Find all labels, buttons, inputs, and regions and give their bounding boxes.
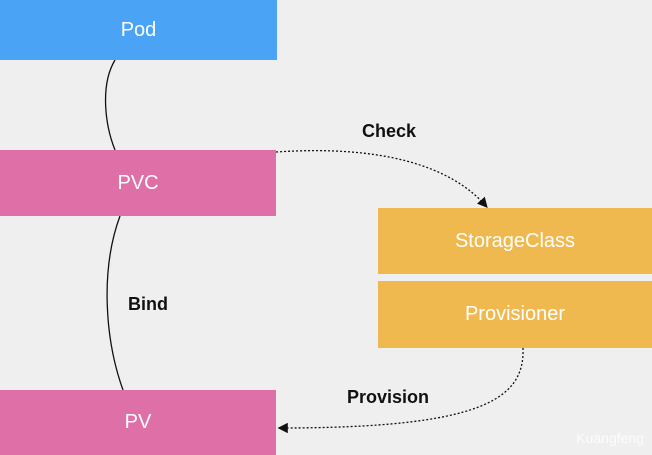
storage-class-node: StorageClass: [378, 208, 652, 274]
watermark: Kuangfeng: [576, 430, 644, 446]
storage-class-label: StorageClass: [454, 229, 576, 252]
pvc-node: PVC: [0, 150, 276, 216]
bind-edge-label: Bind: [128, 294, 168, 314]
check-edge-label: Check: [362, 121, 417, 141]
provisioner-node: Provisioner: [378, 281, 652, 348]
pvc-label: PVC: [117, 171, 159, 194]
pv-label: PV: [124, 411, 152, 433]
pv-node: PV: [0, 390, 276, 455]
provisioner-label: Provisioner: [464, 303, 566, 325]
pod-pvc-connector: [104, 59, 116, 151]
provision-edge-label: Provision: [347, 387, 430, 407]
pod-label: Pod: [120, 18, 157, 41]
pvc-pv-bind-connector: [106, 215, 124, 391]
provision-arrow: [277, 347, 524, 434]
check-arrow: [275, 149, 488, 208]
pod-node: Pod: [0, 0, 277, 60]
